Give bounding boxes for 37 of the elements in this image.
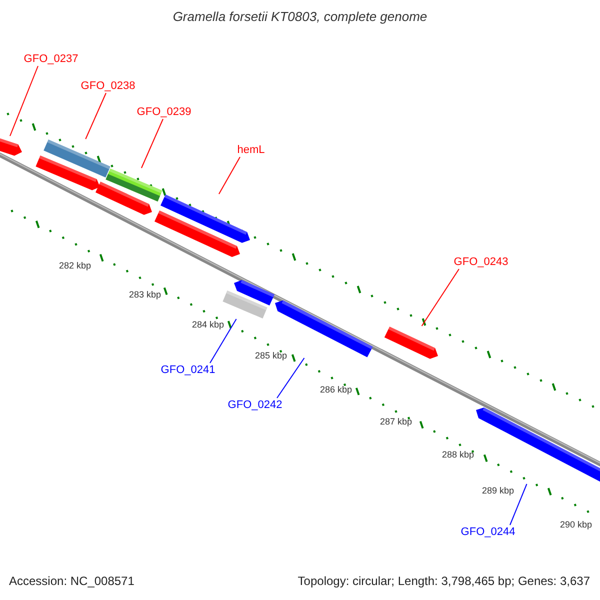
gene-label: GFO_0237 bbox=[24, 52, 78, 66]
leader-line bbox=[421, 268, 460, 326]
gene-feature bbox=[160, 194, 250, 243]
leader-line bbox=[10, 66, 38, 136]
gene-label: GFO_0239 bbox=[136, 105, 192, 119]
leader-line bbox=[218, 156, 240, 194]
scale-label: 290 kbp bbox=[560, 520, 592, 530]
scale-label: 282 kbp bbox=[58, 260, 92, 272]
leader-line bbox=[510, 484, 528, 526]
gene-feature bbox=[234, 279, 275, 306]
leader-line bbox=[276, 358, 305, 398]
gene-feature bbox=[384, 326, 438, 359]
leader-line bbox=[210, 318, 237, 364]
gene-block bbox=[43, 139, 111, 178]
topology-text: Topology: circular; Length: 3,798,465 bp; Genes: 3,637 bbox=[298, 574, 590, 589]
scale-label: 284 kbp bbox=[192, 320, 224, 330]
gene-feature bbox=[154, 210, 240, 257]
gene-feature bbox=[35, 155, 100, 191]
diagram-title: Gramella forsetii KT0803, complete genome bbox=[172, 9, 428, 25]
gene-block bbox=[222, 290, 268, 319]
leader-line bbox=[140, 118, 164, 168]
gene-label: GFO_0241 bbox=[160, 363, 216, 377]
gene-label: GFO_0238 bbox=[80, 79, 136, 93]
accession-text: Accession: NC_008571 bbox=[9, 574, 134, 589]
scale-label: 286 kbp bbox=[320, 384, 352, 396]
scale-label: 283 kbp bbox=[128, 290, 162, 300]
gene-feature bbox=[95, 181, 152, 215]
gene-label: GFO_0244 bbox=[460, 525, 516, 539]
gene-label: hemL bbox=[237, 143, 265, 157]
scale-label: 287 kbp bbox=[380, 416, 412, 428]
scale-label: 285 kbp bbox=[254, 350, 288, 362]
scale-label: 289 kbp bbox=[482, 486, 514, 496]
leader-line bbox=[85, 92, 106, 140]
gene-label: GFO_0243 bbox=[454, 255, 508, 269]
scale-label: 288 kbp bbox=[442, 450, 474, 460]
gene-label: GFO_0242 bbox=[228, 398, 282, 412]
gene-feature bbox=[476, 407, 600, 484]
